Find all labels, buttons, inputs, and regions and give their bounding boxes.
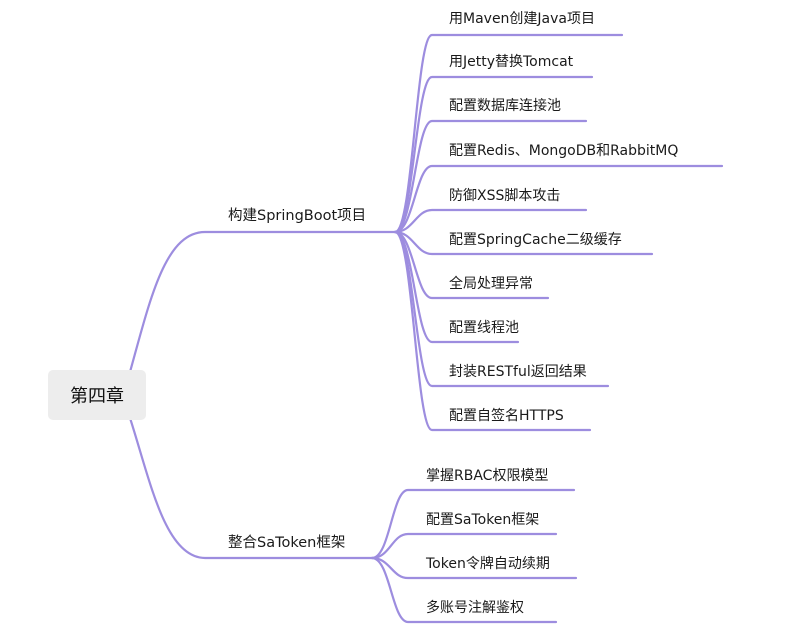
leaf-label: 封装RESTful返回结果: [449, 364, 587, 380]
connector-leaf-b1-3: [393, 164, 724, 234]
leaf-topic[interactable]: 配置SaToken框架: [426, 510, 539, 530]
connector-leaf-b1-2: [393, 119, 588, 234]
leaf-label: 配置自签名HTTPS: [449, 408, 564, 424]
branch-label: 整合SaToken框架: [228, 535, 346, 551]
branch-topic-satoken[interactable]: 整合SaToken框架: [228, 533, 345, 553]
connector-leaf-b2-3: [370, 556, 558, 624]
leaf-label: 全局处理异常: [449, 276, 533, 292]
leaf-label: 多账号注解鉴权: [426, 600, 524, 616]
leaf-label: Token令牌自动续期: [426, 556, 550, 572]
leaf-topic[interactable]: 掌握RBAC权限模型: [426, 466, 548, 486]
leaf-label: 配置SaToken框架: [426, 512, 540, 528]
leaf-label: 配置SpringCache二级缓存: [449, 232, 622, 248]
leaf-topic[interactable]: 配置SpringCache二级缓存: [449, 230, 622, 250]
leaf-label: 用Maven创建Java项目: [449, 11, 596, 27]
leaf-label: 配置线程池: [449, 320, 519, 336]
branch-label: 构建SpringBoot项目: [228, 208, 367, 224]
leaf-topic[interactable]: 多账号注解鉴权: [426, 598, 524, 618]
leaf-label: 防御XSS脚本攻击: [449, 188, 561, 204]
leaf-topic[interactable]: 配置数据库连接池: [449, 96, 561, 116]
leaf-topic[interactable]: Token令牌自动续期: [426, 554, 550, 574]
connector-leaf-b2-0: [370, 488, 576, 560]
root-topic[interactable]: 第四章: [48, 370, 146, 420]
leaf-topic[interactable]: 全局处理异常: [449, 274, 533, 294]
leaf-label: 掌握RBAC权限模型: [426, 468, 549, 484]
branch-topic-springboot[interactable]: 构建SpringBoot项目: [228, 206, 366, 226]
leaf-topic[interactable]: 用Jetty替换Tomcat: [449, 52, 573, 72]
connector-leaf-b1-4: [393, 208, 588, 234]
leaf-topic[interactable]: 防御XSS脚本攻击: [449, 186, 560, 206]
leaf-label: 用Jetty替换Tomcat: [449, 54, 574, 70]
connector-root-branch1: [128, 230, 397, 374]
connector-leaf-b2-1: [370, 532, 558, 560]
connector-root-branch2: [128, 416, 374, 560]
leaf-topic[interactable]: 配置自签名HTTPS: [449, 406, 564, 426]
leaf-topic[interactable]: 用Maven创建Java项目: [449, 9, 595, 29]
leaf-label: 配置数据库连接池: [449, 98, 561, 114]
leaf-topic[interactable]: 封装RESTful返回结果: [449, 362, 587, 382]
root-label: 第四章: [70, 386, 124, 407]
leaf-topic[interactable]: 配置Redis、MongoDB和RabbitMQ: [449, 141, 678, 161]
connector-leaf-b1-9: [393, 230, 592, 432]
connector-leaf-b1-1: [393, 75, 594, 234]
leaf-topic[interactable]: 配置线程池: [449, 318, 519, 338]
leaf-label: 配置Redis、MongoDB和RabbitMQ: [449, 143, 679, 159]
